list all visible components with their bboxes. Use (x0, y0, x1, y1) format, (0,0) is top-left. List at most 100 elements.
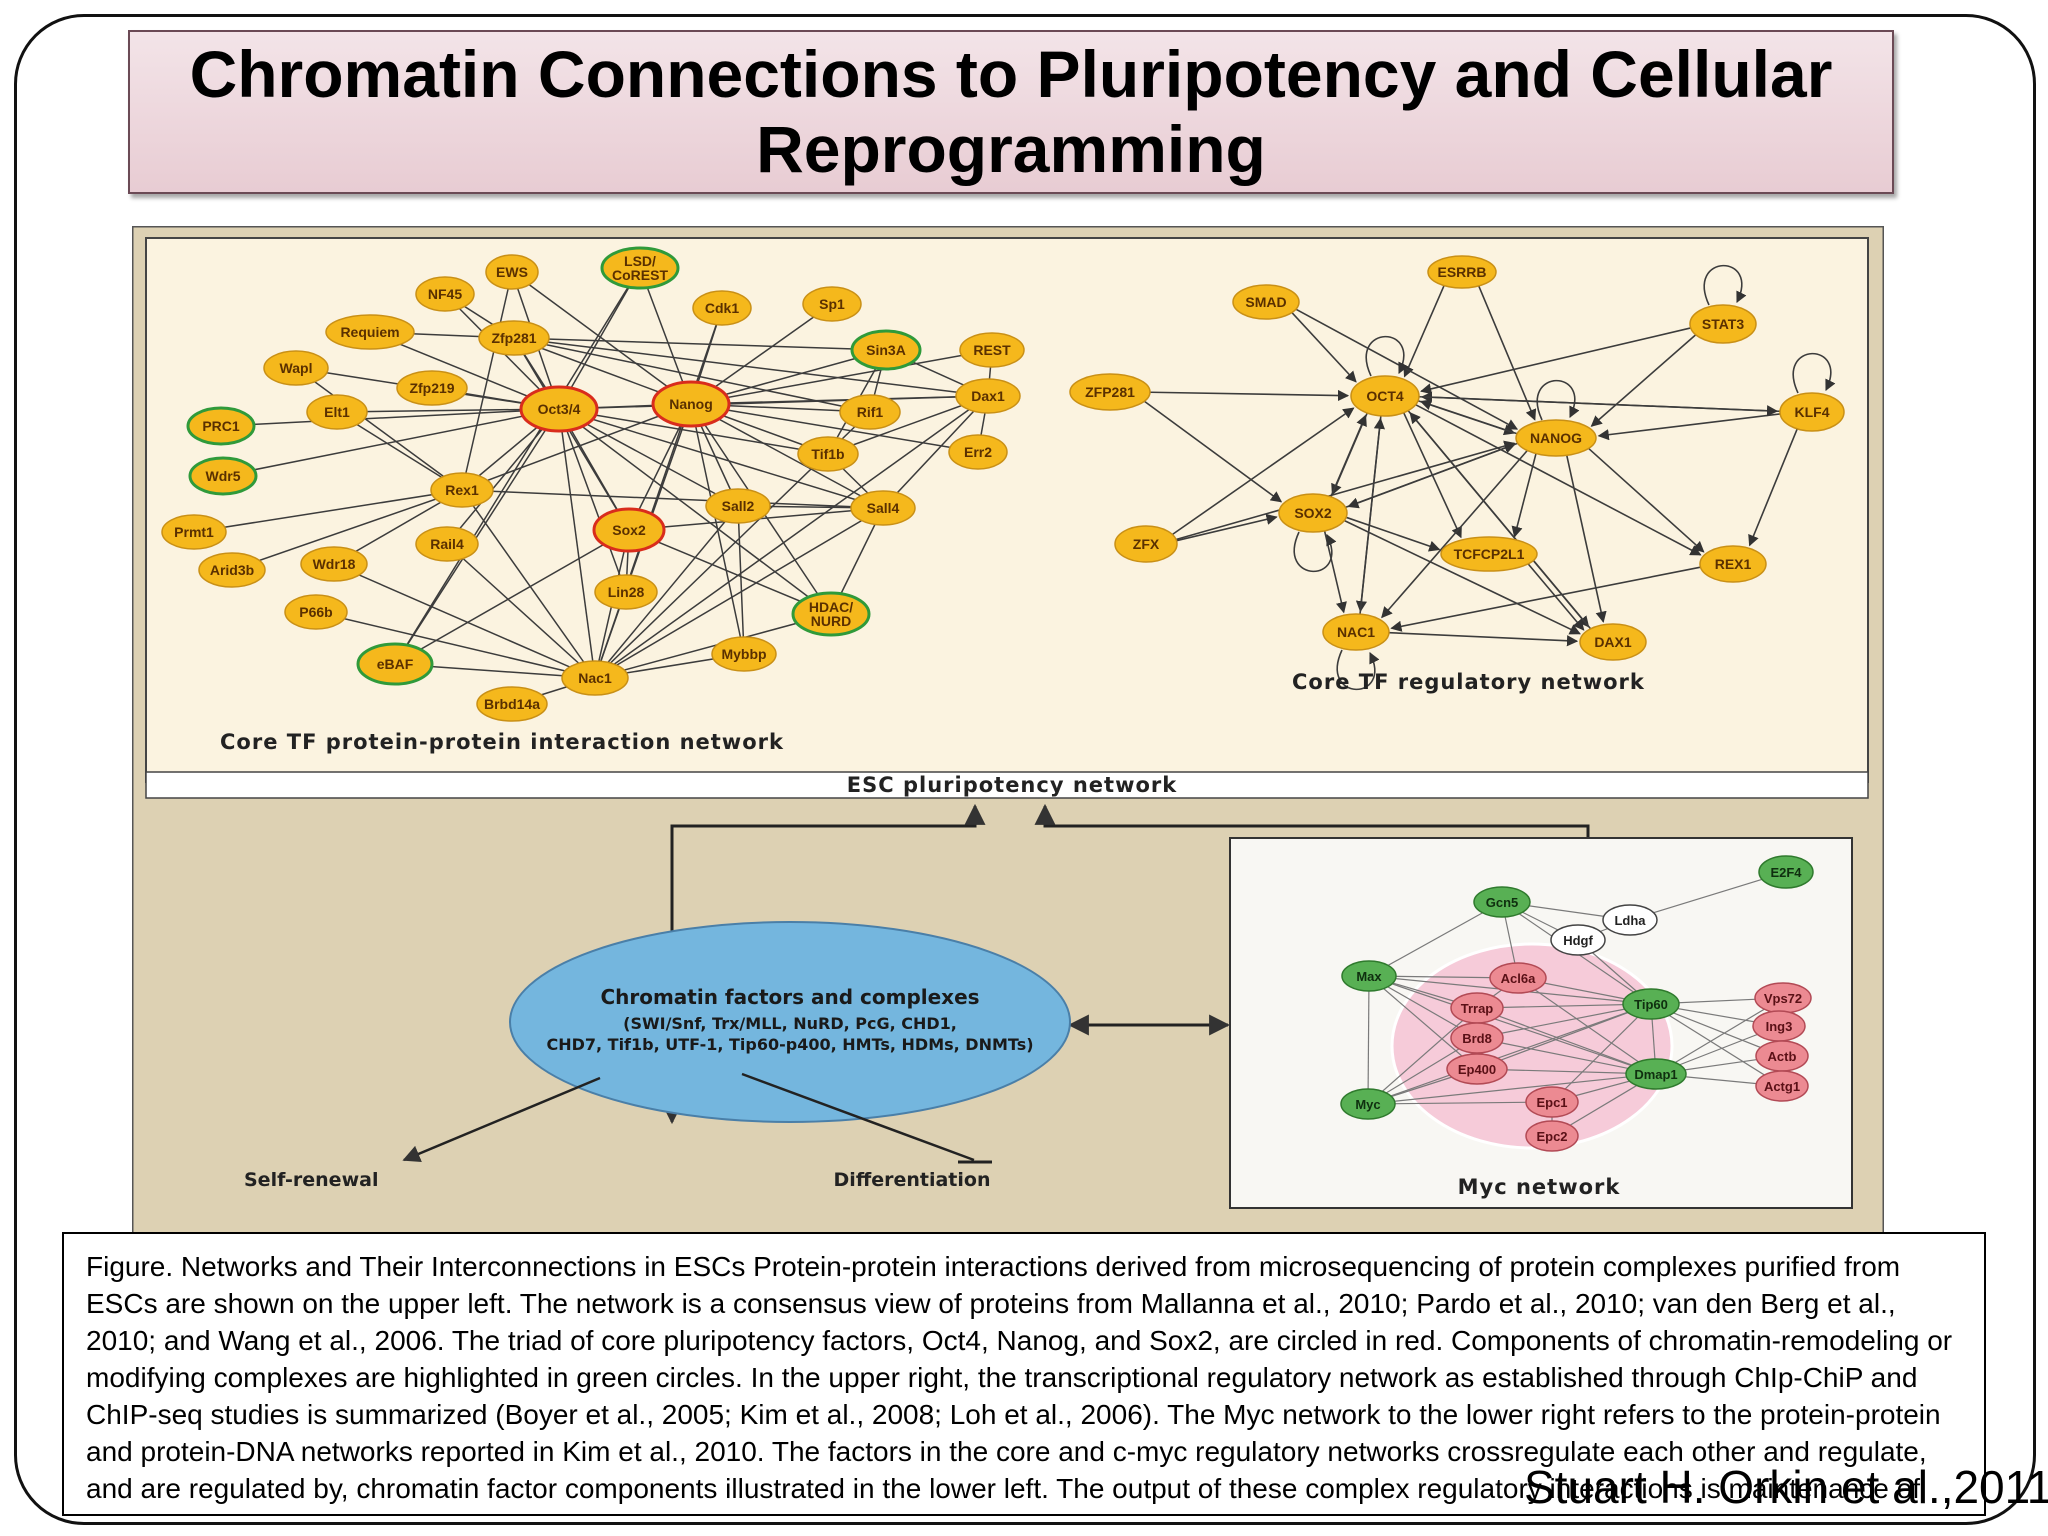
tf-self-loop (1293, 531, 1337, 573)
ppi-edge (394, 267, 641, 665)
ppi-edge (558, 408, 739, 507)
node-p66b: P66b (284, 594, 348, 630)
ppi-edge (558, 408, 884, 509)
node-rex1b-shape (1699, 545, 1767, 583)
node-sin3a: Sin3A (850, 329, 922, 371)
node-p66b-shape (284, 594, 348, 630)
ppi-edge (333, 563, 596, 679)
node-actg1-shape (1755, 1070, 1809, 1102)
myc-edge (1476, 1003, 1652, 1039)
node-oct34-label: Oct3/4 (538, 401, 581, 417)
node-max-shape (1341, 960, 1397, 992)
tf-self-loop (1365, 335, 1409, 377)
self-renewal-label: Self-renewal (244, 1169, 378, 1191)
node-klf4-label: KLF4 (1795, 404, 1830, 420)
node-tip60-shape (1622, 988, 1680, 1020)
node-myc: Myc (1340, 1088, 1396, 1120)
node-gcn5-shape (1473, 886, 1531, 918)
node-epc2: Epc2 (1525, 1120, 1579, 1152)
node-ep400-shape (1446, 1053, 1508, 1085)
ppi-edge (222, 408, 560, 477)
node-ews-label: EWS (496, 264, 528, 280)
tf-self-loop (1336, 649, 1380, 691)
node-nf45-label: NF45 (428, 286, 462, 302)
tf-edges (1143, 264, 1836, 691)
node-rif1-shape (839, 394, 901, 430)
myc-edge (1655, 997, 1784, 1075)
node-hdgf-label: Hdgf (1563, 933, 1593, 948)
node-epc1-shape (1525, 1086, 1579, 1118)
node-actg1: Actg1 (1755, 1070, 1809, 1102)
ppi-edge (594, 395, 989, 679)
node-tif1b-label: Tif1b (811, 446, 844, 462)
node-dax1-shape (955, 378, 1021, 414)
node-lsd: LSD/CoREST (600, 246, 680, 290)
node-brd8-shape (1450, 1022, 1504, 1054)
myc-edge (1476, 1003, 1652, 1009)
node-stat3-label: STAT3 (1702, 316, 1744, 332)
citation: Stuart H. Orkin et al.,2011 (1524, 1461, 2048, 1513)
node-max-label: Max (1356, 969, 1382, 984)
node-klf4: KLF4 (1779, 392, 1845, 432)
node-wapl-label: Wapl (280, 360, 313, 376)
node-rail4-label: Rail4 (430, 536, 464, 552)
node-nanog-label: Nanog (669, 396, 713, 412)
node-smad-shape (1232, 284, 1300, 320)
node-ep400: Ep400 (1446, 1053, 1508, 1085)
ppi-edge (737, 505, 745, 655)
tf-self-loop (1792, 352, 1836, 394)
node-wapl: Wapl (263, 350, 329, 386)
node-arid3b: Arid3b (198, 552, 266, 588)
myc-edge (1476, 1037, 1657, 1075)
node-zfp219: Zfp219 (396, 370, 468, 406)
node-err2: Err2 (948, 434, 1008, 470)
node-nac1b-shape (1322, 613, 1390, 651)
node-dax1b-label: DAX1 (1594, 634, 1632, 650)
node-sox2b: SOX2 (1278, 493, 1348, 533)
node-mybbp: Mybbp (711, 636, 777, 672)
myc-network-label: Myc network (1458, 1175, 1621, 1199)
node-klf4-shape (1779, 392, 1845, 432)
tf-edge (1478, 285, 1537, 421)
ppi-edge (558, 408, 627, 593)
node-ebaf-label: eBAF (377, 656, 414, 672)
node-prmt1-shape (161, 514, 227, 550)
node-esrrb: ESRRB (1427, 255, 1497, 289)
ppi-edge (594, 507, 884, 679)
node-rest-shape (959, 332, 1025, 368)
node-oct4-label: OCT4 (1366, 388, 1404, 404)
node-e2f4-label: E2F4 (1770, 865, 1802, 880)
node-trrap-label: Trrap (1461, 1001, 1494, 1016)
tf-edge (1597, 413, 1781, 441)
node-oct34: Oct3/4 (519, 385, 599, 433)
tf-edge (1359, 417, 1386, 615)
chromatin-title: Chromatin factors and complexes (600, 985, 979, 1009)
node-rest: REST (959, 332, 1025, 368)
ppi-edge (513, 337, 630, 531)
node-zfp281b-label: ZFP281 (1085, 384, 1135, 400)
slide-title: Chromatin Connections to Pluripotency an… (189, 36, 1833, 186)
node-hdgf-shape (1550, 924, 1606, 956)
node-wdr18-shape (300, 546, 368, 582)
node-rex1-shape (430, 472, 494, 508)
tf-edge (1565, 455, 1607, 623)
node-elt1-label: Elt1 (324, 404, 350, 420)
tf-self-loop (1536, 379, 1580, 421)
tf-edge (1176, 513, 1278, 542)
myc-edge (1367, 1007, 1478, 1105)
tf-edge (1143, 400, 1283, 503)
node-sin3a-shape (850, 329, 922, 371)
node-ldha-label: Ldha (1614, 913, 1646, 928)
node-oct34-shape (519, 385, 599, 433)
node-dax1: Dax1 (955, 378, 1021, 414)
node-epc1-label: Epc1 (1536, 1095, 1567, 1110)
ppi-edge (193, 489, 463, 533)
ppi-edge (558, 408, 829, 455)
node-lin28: Lin28 (594, 574, 658, 610)
tf-network-label: Core TF regulatory network (1292, 670, 1645, 694)
myc-edge (1476, 1007, 1657, 1075)
node-nanogb-label: NANOG (1530, 430, 1582, 446)
node-elt1-shape (306, 394, 368, 430)
